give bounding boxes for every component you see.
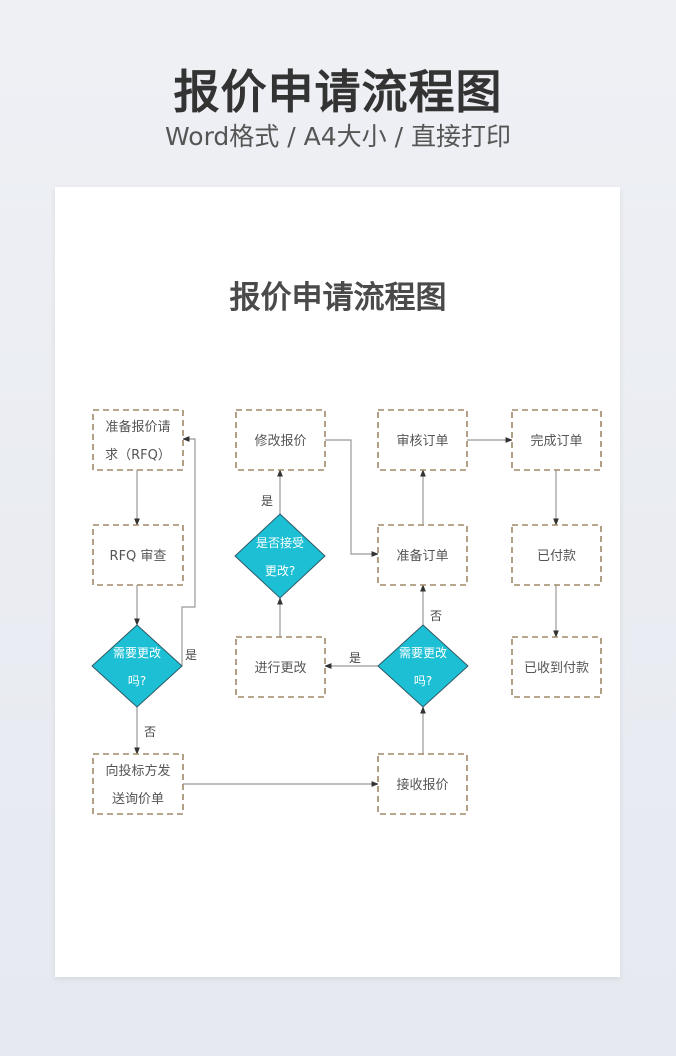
node-label: 需要更改 xyxy=(113,646,161,660)
process-box xyxy=(235,636,326,698)
process-box xyxy=(235,409,326,471)
node-label: 已收到付款 xyxy=(524,661,589,676)
edge-label: 是 xyxy=(349,651,361,665)
node-label: 修改报价 xyxy=(254,434,306,449)
process-box xyxy=(377,524,468,586)
flow-node-receive-quote: 接收报价 xyxy=(377,753,468,815)
process-box xyxy=(92,409,184,471)
flow-node-make-change: 进行更改 xyxy=(235,636,326,698)
flow-node-review-order: 审核订单 xyxy=(377,409,468,471)
decision-diamond xyxy=(234,513,326,599)
process-box xyxy=(377,753,468,815)
edges-layer xyxy=(134,436,559,787)
node-label: 准备订单 xyxy=(396,548,448,564)
hero-subtitle: Word格式 / A4大小 / 直接打印 xyxy=(165,122,511,151)
process-box xyxy=(92,753,184,815)
flow-node-modify-quote: 修改报价 xyxy=(235,409,326,471)
edge-label: 是 xyxy=(261,494,273,508)
node-label: 吗? xyxy=(128,674,146,688)
flow-node-rfq-review: RFQ 审查 xyxy=(92,524,184,586)
node-label: 向投标方发 xyxy=(105,763,170,779)
process-box xyxy=(92,524,184,586)
process-box xyxy=(511,409,602,471)
node-label: 求（RFQ） xyxy=(105,448,171,463)
flow-node-prepare-order: 准备订单 xyxy=(377,524,468,586)
decision-diamond xyxy=(377,624,469,708)
node-label: 更改? xyxy=(265,564,295,578)
flow-node-complete-order: 完成订单 xyxy=(511,409,602,471)
process-box xyxy=(511,636,602,698)
node-label: 需要更改 xyxy=(399,646,447,660)
process-box xyxy=(377,409,468,471)
edge-label: 否 xyxy=(144,725,156,739)
node-label: 审核订单 xyxy=(396,434,448,449)
document-title: 报价申请流程图 xyxy=(229,280,447,316)
node-label: 接收报价 xyxy=(396,777,448,793)
process-box xyxy=(511,524,602,586)
hero-title: 报价申请流程图 xyxy=(173,65,503,119)
node-label: 完成订单 xyxy=(530,434,582,449)
edge-label: 是 xyxy=(185,648,197,662)
flow-edge-need-change-1-to-prepare-rfq xyxy=(181,436,196,666)
node-label: 送询价单 xyxy=(112,792,164,807)
node-label: RFQ 审查 xyxy=(110,549,167,564)
edge-label: 否 xyxy=(430,609,442,623)
node-label: 已付款 xyxy=(537,549,576,564)
node-label: 吗? xyxy=(414,674,432,688)
node-label: 准备报价请 xyxy=(105,419,170,435)
decision-diamond xyxy=(91,624,183,708)
node-label: 是否接受 xyxy=(256,535,304,550)
flow-node-paid: 已付款 xyxy=(511,524,602,586)
node-label: 进行更改 xyxy=(254,661,306,676)
flow-edge-modify-quote-to-prepare-order xyxy=(325,439,379,557)
flow-node-payment-received: 已收到付款 xyxy=(511,636,602,698)
